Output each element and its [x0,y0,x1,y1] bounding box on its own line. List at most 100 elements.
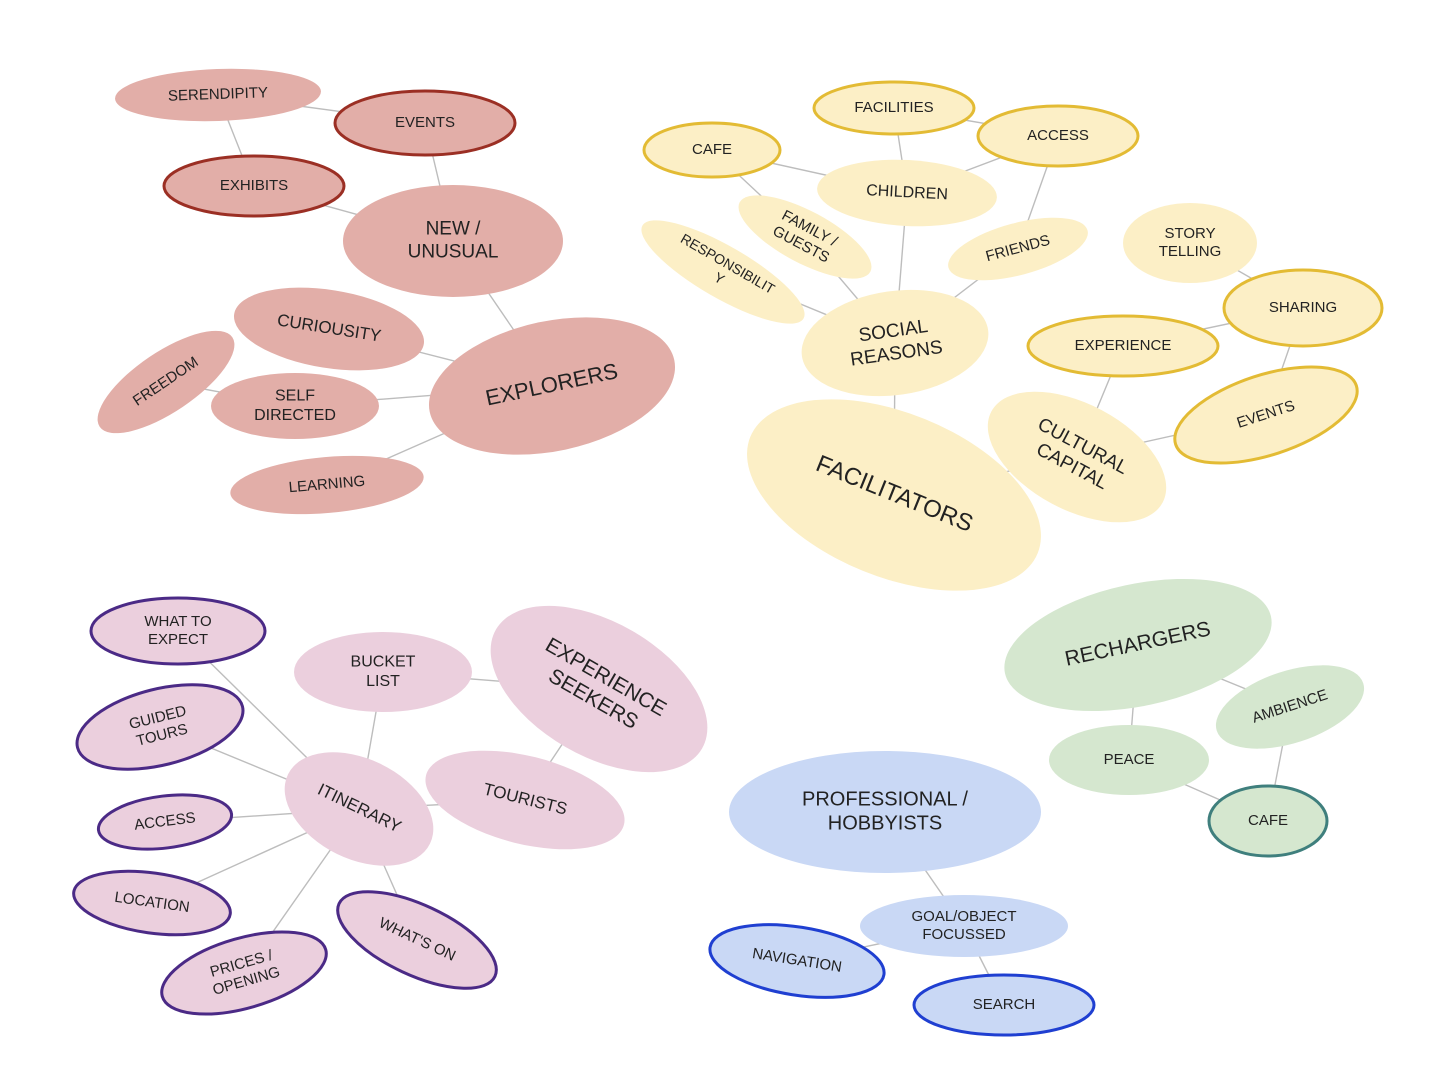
node-rechargers: RECHARGERS [1004,578,1272,712]
node-children: CHILDREN [817,159,997,227]
node-search-label: SEARCH [973,996,1036,1013]
node-guided-tours-bubble [75,683,245,771]
node-sharing-bubble [1222,268,1384,348]
node-events-e-label: EVENTS [395,114,455,131]
node-events-e-bubble [333,89,517,157]
node-location-bubble [72,869,232,937]
node-goal-object-label: FOCUSSED [922,926,1006,943]
node-experience-label: EXPERIENCE [1075,337,1172,354]
node-freedom-bubble [97,330,235,434]
node-cafe-f-label: CAFE [692,141,732,158]
node-peace-bubble [1049,725,1209,795]
node-experience-bubble [1026,314,1220,378]
node-serendipity-bubble [115,68,321,122]
node-new-unusual: NEW /UNUSUAL [343,185,563,297]
node-sharing-label: SHARING [1269,299,1337,316]
node-friends-bubble [948,217,1088,281]
node-exhibits-bubble [162,154,346,218]
node-ambience-bubble [1215,665,1365,749]
node-access-f-label: ACCESS [1027,127,1089,144]
node-location: LOCATION [72,869,232,937]
node-responsibility-bubble [641,220,805,324]
node-whats-on-bubble [336,890,498,990]
node-access-x: ACCESS [96,793,234,851]
node-learning-bubble [230,455,424,515]
node-new-unusual-label: NEW / [426,219,482,240]
node-facilitators: FACILITATORS [747,399,1041,591]
node-learning: LEARNING [230,455,424,515]
node-bucket-list-bubble [294,632,472,712]
node-serendipity: SERENDIPITY [115,68,321,122]
node-self-directed-label: DIRECTED [254,407,336,424]
node-freedom: FREEDOM [97,330,235,434]
node-self-directed-bubble [211,373,379,439]
node-tourists-bubble [425,750,625,850]
node-friends: FRIENDS [948,217,1088,281]
node-cultural-capital-bubble [987,391,1167,523]
node-family-guests: FAMILY /GUESTS [738,195,872,279]
node-self-directed-label: SELF [275,388,315,405]
node-children-label: CHILDREN [866,182,949,203]
node-events-f-bubble [1173,365,1359,465]
node-family-guests-bubble [738,195,872,279]
node-serendipity-label: SERENDIPITY [168,84,269,104]
node-cafe-r-bubble [1207,784,1329,858]
node-cafe-f: CAFE [642,121,782,179]
node-search: SEARCH [912,973,1096,1037]
node-professional: PROFESSIONAL /HOBBYISTS [729,751,1041,873]
node-story-telling-label: STORY [1164,225,1215,242]
node-cafe-f-bubble [642,121,782,179]
node-facilities-bubble [812,80,976,136]
node-rechargers-bubble [1004,578,1272,712]
node-professional-label: HOBBYISTS [828,812,942,834]
node-ambience: AMBIENCE [1215,665,1365,749]
node-facilitators-bubble [747,399,1041,591]
node-facilities: FACILITIES [812,80,976,136]
node-learning-label: LEARNING [288,473,366,497]
node-search-bubble [912,973,1096,1037]
node-tourists: TOURISTS [425,750,625,850]
node-goal-object-bubble [860,895,1068,957]
node-peace: PEACE [1049,725,1209,795]
node-access-f-bubble [976,104,1140,168]
node-cafe-r-label: CAFE [1248,812,1288,829]
node-children-bubble [817,159,997,227]
node-experience-seekers-bubble [490,605,708,773]
node-bucket-list-label: BUCKET [351,654,416,671]
node-what-to-expect-bubble [89,596,267,666]
node-explorers-bubble [428,317,676,455]
node-navigation-bubble [708,923,886,999]
node-social-reasons-bubble [801,289,989,397]
node-curiousity-bubble [233,287,425,371]
node-events-e: EVENTS [333,89,517,157]
node-itinerary-bubble [284,752,434,866]
node-experience: EXPERIENCE [1026,314,1220,378]
node-curiousity: CURIOUSITY [233,287,425,371]
node-what-to-expect-label: WHAT TO [144,613,211,630]
node-whats-on: WHAT'S ON [336,890,498,990]
node-facilities-label: FACILITIES [854,99,933,116]
node-access-x-bubble [96,793,234,851]
node-prices-opening-bubble [160,930,328,1016]
node-exhibits: EXHIBITS [162,154,346,218]
node-new-unusual-bubble [343,185,563,297]
node-new-unusual-label: UNUSUAL [408,241,499,262]
node-story-telling-bubble [1123,203,1257,283]
node-explorers: EXPLORERS [428,317,676,455]
node-goal-object-label: GOAL/OBJECT [911,908,1016,925]
node-peace-label: PEACE [1104,751,1155,768]
node-self-directed: SELF DIRECTED [211,373,379,439]
node-events-f: EVENTS [1173,365,1359,465]
node-bucket-list-label: LIST [366,673,400,690]
node-bucket-list: BUCKET LIST [294,632,472,712]
node-cafe-r: CAFE [1207,784,1329,858]
